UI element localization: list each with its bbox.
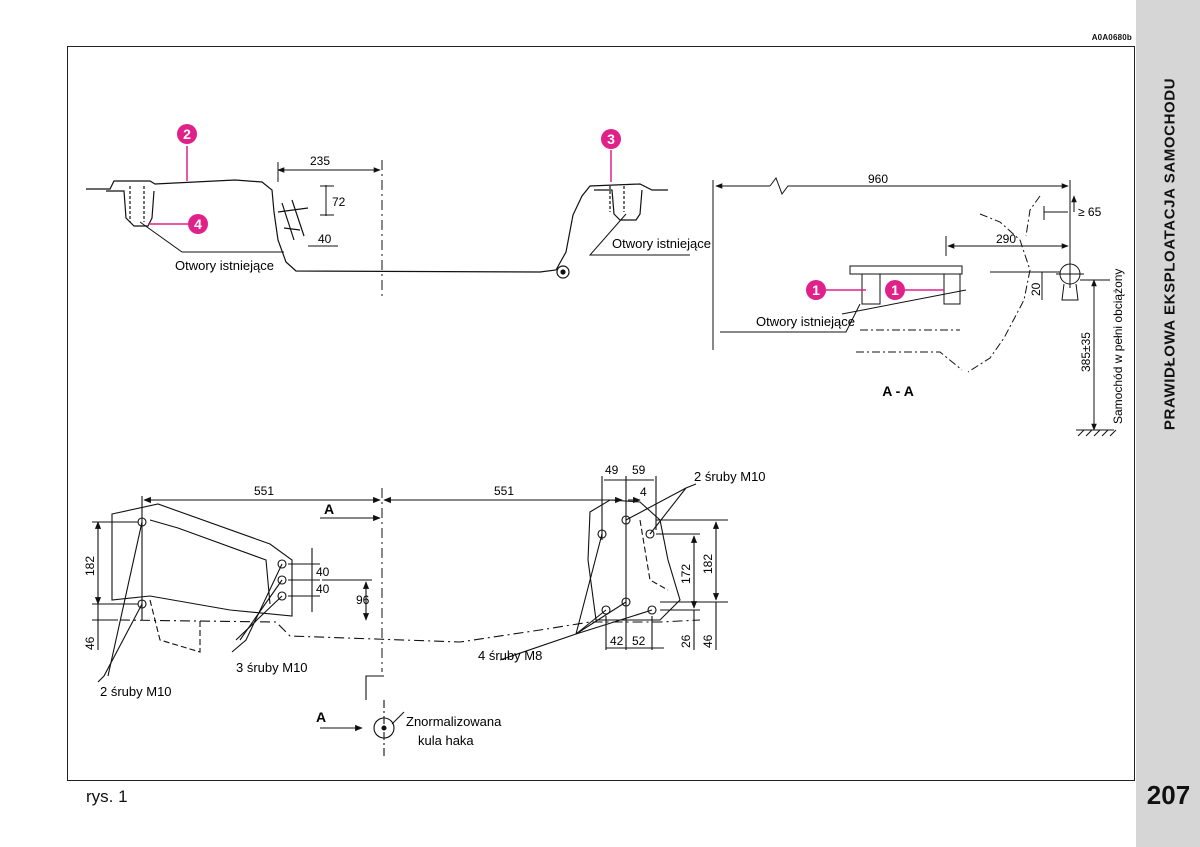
dim-52: 52 (632, 634, 646, 648)
dim-4: 4 (640, 485, 647, 499)
svg-text:1: 1 (812, 282, 820, 298)
page-number: 207 (1146, 780, 1191, 810)
dim-40-a: 40 (316, 565, 330, 579)
dim-182-left: 182 (83, 556, 97, 576)
figure-frame (67, 46, 1135, 781)
dim-290: 290 (996, 232, 1016, 246)
svg-text:1: 1 (891, 282, 899, 298)
dim-960: 960 (868, 172, 888, 186)
dim-385: 385±35 (1079, 332, 1093, 372)
dim-46-right: 46 (701, 634, 715, 648)
callout-3: 3 (601, 129, 621, 182)
dim-59: 59 (632, 463, 646, 477)
dim-40-top: 40 (318, 232, 332, 246)
label-towball-2: kula haka (418, 733, 474, 748)
label-holes-section: Otwory istniejące (756, 314, 855, 329)
section-title: PRAWIDŁOWA EKSPLOATACJA SAMOCHODU (1161, 77, 1179, 431)
dim-20: 20 (1029, 282, 1043, 296)
dim-65: ≥ 65 (1078, 205, 1102, 219)
figure-caption: rys. 1 (86, 787, 128, 806)
dim-26: 26 (679, 634, 693, 648)
arrow-a-bottom: A (316, 709, 326, 725)
label-loaded-vehicle: Samochód w pełni obciążony (1111, 269, 1125, 424)
plan-view (92, 476, 728, 756)
callout-2: 2 (177, 124, 197, 181)
label-bolts-3: 3 śruby M10 (236, 660, 308, 675)
dim-551-right: 551 (494, 484, 514, 498)
dim-42: 42 (610, 634, 624, 648)
label-holes-left: Otwory istniejące (175, 258, 274, 273)
callout-1a: 1 (806, 280, 866, 300)
side-view (86, 179, 668, 279)
dim-182-right: 182 (701, 554, 715, 574)
figure-code: A0A0680b (1091, 33, 1132, 42)
label-bolts-2-left: 2 śruby M10 (100, 684, 172, 699)
dim-96: 96 (356, 593, 370, 607)
callout-4: 4 (148, 214, 208, 234)
label-towball-1: Znormalizowana (406, 714, 502, 729)
dim-72: 72 (332, 195, 346, 209)
svg-text:2: 2 (183, 126, 191, 142)
svg-text:3: 3 (607, 131, 615, 147)
label-section-aa: A - A (882, 383, 914, 399)
dim-551-left: 551 (254, 484, 274, 498)
dim-49: 49 (605, 463, 619, 477)
callout-1b: 1 (885, 280, 944, 300)
dim-46-left: 46 (83, 636, 97, 650)
label-holes-right: Otwory istniejące (612, 236, 711, 251)
label-bolts-2-right: 2 śruby M10 (694, 469, 766, 484)
dim-40-b: 40 (316, 582, 330, 596)
dim-172: 172 (679, 564, 693, 584)
dim-235: 235 (310, 154, 330, 168)
section-sidebar (1136, 0, 1200, 847)
section-aa (712, 176, 1117, 437)
arrow-a-top: A (324, 501, 334, 517)
svg-text:4: 4 (194, 216, 202, 232)
label-bolts-4-m8: 4 śruby M8 (478, 648, 542, 663)
